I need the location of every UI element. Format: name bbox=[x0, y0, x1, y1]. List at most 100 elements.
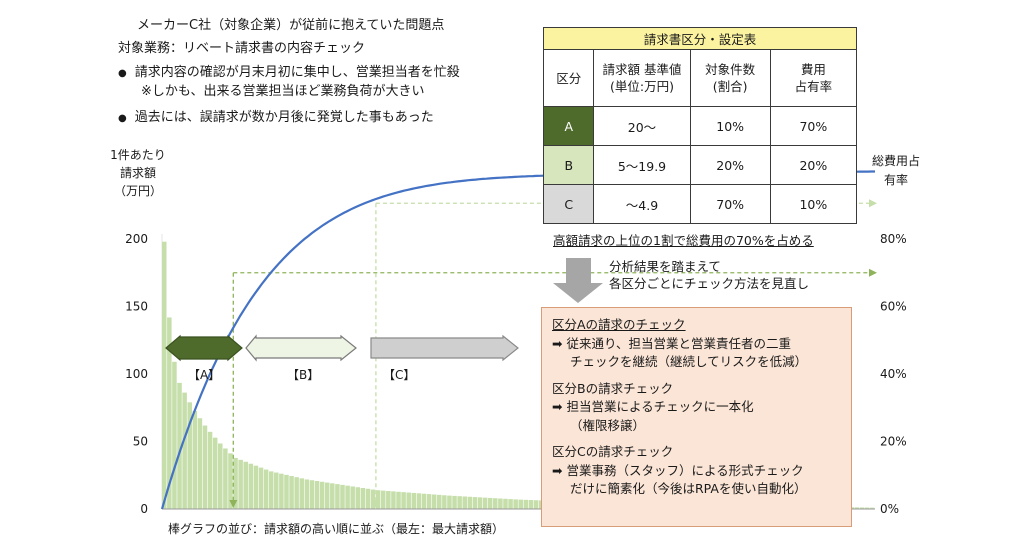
bar bbox=[182, 392, 187, 509]
bar bbox=[431, 494, 437, 509]
arrow-a-icon bbox=[165, 334, 243, 362]
count-cell: 70% bbox=[689, 184, 771, 224]
bar bbox=[294, 477, 299, 509]
bar bbox=[472, 497, 478, 509]
count-cell: 20% bbox=[689, 145, 771, 185]
table-header-share: 費用 占有率 bbox=[769, 49, 858, 107]
bar bbox=[350, 486, 355, 509]
bar bbox=[426, 494, 432, 509]
box-a-title: 区分Aの請求のチェック bbox=[552, 317, 686, 332]
bar bbox=[243, 461, 248, 509]
bar bbox=[493, 498, 498, 509]
bar bbox=[304, 479, 310, 509]
bullet-1-text: 請求内容の確認が月末月初に集中し、営業担当者を忙殺 bbox=[134, 65, 460, 80]
bar bbox=[335, 484, 340, 509]
bar bbox=[498, 498, 503, 509]
bar bbox=[447, 495, 452, 509]
range-cell: 20～ bbox=[593, 106, 691, 146]
bar bbox=[421, 493, 427, 509]
bar bbox=[162, 241, 167, 509]
box-a-line1: ➡ 従来通り、担当営業と営業責任者の二重 bbox=[552, 335, 791, 351]
bar bbox=[513, 499, 518, 509]
y2-tick-label: 80% bbox=[880, 232, 907, 246]
bar bbox=[289, 476, 294, 509]
top10-note: 高額請求の上位の1割で総費用の70%を占める bbox=[553, 233, 814, 248]
share-cell: 10% bbox=[769, 184, 858, 224]
bar bbox=[370, 489, 376, 509]
y2-tick-label: 0% bbox=[880, 502, 899, 516]
bar bbox=[258, 467, 264, 509]
bar bbox=[528, 500, 534, 509]
box-c-title: 区分Cの請求チェック bbox=[552, 444, 674, 459]
box-b-line2: （権限移譲） bbox=[570, 417, 646, 433]
bar bbox=[416, 493, 422, 509]
box-a-line2: チェックを継続（継続してリスクを低減） bbox=[570, 354, 808, 369]
drop-arrowhead-icon bbox=[371, 500, 380, 508]
bar bbox=[207, 431, 213, 509]
bar bbox=[319, 481, 325, 509]
arrow-label-c: 【C】 bbox=[383, 368, 416, 382]
class-cell-b: B bbox=[542, 145, 595, 185]
bar bbox=[355, 487, 361, 509]
bar bbox=[299, 478, 304, 509]
check-method-box: 区分Aの請求のチェック ➡ 従来通り、担当営業と営業責任者の二重 チェックを継続… bbox=[541, 307, 852, 527]
box-c-line1: ➡ 営業事務（スタッフ）による形式チェック bbox=[552, 462, 804, 478]
bar bbox=[263, 469, 269, 509]
bar bbox=[406, 492, 411, 509]
y-tick-label: 200 bbox=[125, 232, 148, 246]
range-cell: 5～19.9 bbox=[593, 145, 691, 185]
table-header-class: 区分 bbox=[542, 49, 595, 107]
page-title: メーカーC社（対象企業）が従前に抱えていた問題点 bbox=[137, 18, 445, 33]
y-axis-title: 1件あたり請求額（万円） bbox=[103, 146, 173, 200]
arrow-c-icon bbox=[370, 334, 519, 362]
bar bbox=[218, 443, 223, 509]
bar bbox=[508, 499, 513, 509]
bar bbox=[482, 497, 488, 509]
bar bbox=[487, 497, 493, 509]
table-title: 請求書区分・設定表 bbox=[543, 27, 857, 50]
arrow-label-a: 【A】 bbox=[188, 368, 221, 382]
dashed-arrowhead-icon bbox=[869, 199, 877, 208]
box-c-line2: だけに簡素化（今後はRPAを使い自動化） bbox=[570, 481, 807, 496]
bar bbox=[396, 491, 401, 509]
class-cell-a: A bbox=[542, 106, 595, 146]
bar bbox=[859, 507, 865, 509]
analysis-note-2: 各区分ごとにチェック方法を見直し bbox=[609, 276, 810, 291]
bar bbox=[248, 463, 254, 509]
bullet-1-sub: ※しかも、出来る営業担当ほど業務負荷が大きい bbox=[141, 84, 425, 99]
bullet-2-text: 過去には、誤請求が数か月後に発覚した事もあった bbox=[134, 110, 434, 125]
y-tick-label: 0 bbox=[140, 502, 148, 516]
range-cell: ～4.9 bbox=[593, 184, 691, 224]
bar bbox=[330, 483, 335, 509]
bar bbox=[375, 490, 381, 509]
drop-arrowhead-icon bbox=[229, 500, 238, 508]
bullet-dot-icon: ● bbox=[118, 68, 127, 79]
bar bbox=[202, 425, 208, 509]
table-row: A 20～ 10% 70% bbox=[542, 106, 858, 146]
table-row: C ～4.9 70% 10% bbox=[542, 184, 858, 224]
count-cell: 10% bbox=[689, 106, 771, 146]
table-header-range: 請求額 基準値 (単位:万円) bbox=[593, 49, 691, 107]
bar bbox=[274, 472, 279, 509]
y-tick-label: 50 bbox=[133, 435, 148, 449]
bar bbox=[391, 491, 396, 509]
bar bbox=[238, 459, 243, 509]
box-b-title: 区分Bの請求チェック bbox=[552, 380, 674, 396]
bar bbox=[187, 402, 192, 509]
bar bbox=[314, 481, 320, 509]
bar bbox=[279, 473, 284, 509]
share-cell: 20% bbox=[769, 145, 858, 185]
subject-line: 対象業務：リベート請求書の内容チェック bbox=[118, 41, 366, 56]
bar bbox=[365, 488, 371, 509]
bar bbox=[345, 485, 350, 509]
box-b-line1: ➡ 担当営業によるチェックに一本化 bbox=[552, 399, 754, 414]
down-arrow-icon bbox=[553, 258, 603, 303]
class-settings-table: 請求書区分・設定表 区分 請求額 基準値 (単位:万円) 対象件数 (割合) 費… bbox=[542, 27, 858, 224]
y2-axis-title: 総費用占有率 bbox=[871, 154, 920, 187]
bar bbox=[192, 410, 198, 509]
bar bbox=[324, 482, 330, 509]
bar bbox=[467, 496, 473, 509]
y-tick-label: 150 bbox=[125, 300, 148, 314]
bar bbox=[253, 465, 259, 509]
